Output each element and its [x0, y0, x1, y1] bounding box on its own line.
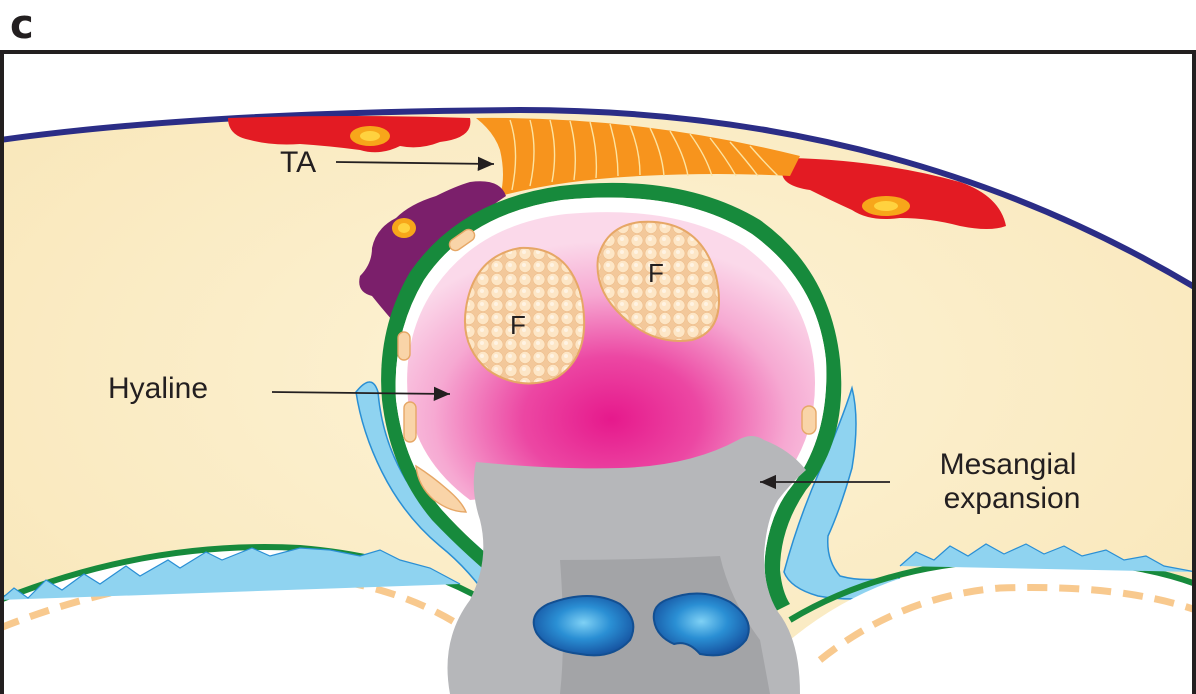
- foam-cell-left-label: F: [510, 310, 526, 340]
- label-ta: TA: [280, 146, 316, 179]
- label-mesangial-line1: Mesangial: [940, 448, 1077, 481]
- foam-cell-right-label: F: [648, 258, 664, 288]
- label-mesangial-line2: expansion: [944, 482, 1081, 515]
- label-hyaline: Hyaline: [108, 372, 208, 405]
- foam-cell-left: F: [465, 248, 584, 384]
